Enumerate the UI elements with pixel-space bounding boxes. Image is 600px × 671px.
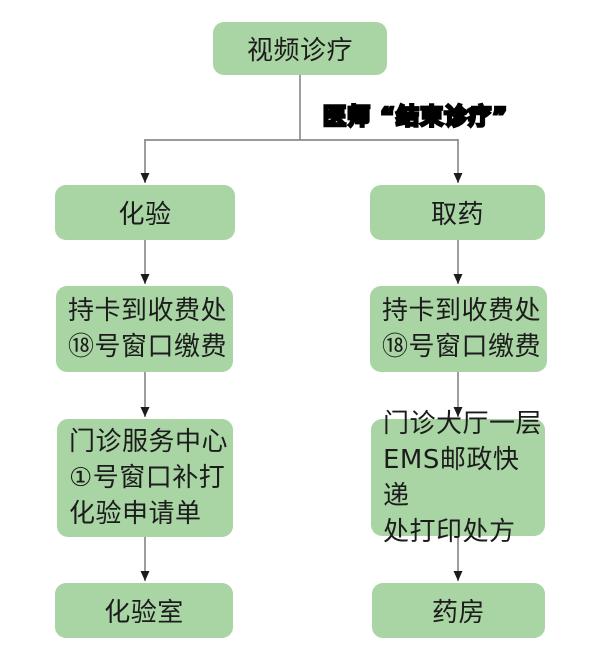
node-video-consult-label: 视频诊疗 (246, 36, 353, 66)
node-service-center-reprint-line1: 门诊服务中心 (69, 427, 229, 457)
node-lab-room-label: 化验室 (104, 598, 184, 628)
node-pharmacy: 药房 (372, 583, 545, 638)
edge-label-end-consult: 医师 “结束诊疗” (322, 103, 509, 132)
node-lab-room: 化验室 (55, 583, 233, 638)
node-lab-test-label: 化验 (118, 200, 172, 230)
node-service-center-reprint-line2: ①号窗口补打 (69, 463, 226, 493)
node-ems-print-prescription-line2: EMS邮政快递 (383, 444, 520, 511)
node-lab-test: 化验 (55, 185, 235, 240)
node-medicine-payment: 持卡到收费处 ⑱号窗口缴费 (370, 286, 547, 372)
node-lab-payment-line2: ⑱号窗口缴费 (68, 332, 228, 362)
node-video-consult: 视频诊疗 (213, 22, 387, 75)
node-ems-print-prescription-line1: 门诊大厅一层 (383, 408, 543, 439)
node-pharmacy-label: 药房 (431, 598, 485, 628)
node-get-medicine: 取药 (370, 185, 545, 240)
node-service-center-reprint-line3: 化验申请单 (69, 499, 202, 529)
node-ems-print-prescription-line3: 处打印处方 (383, 516, 516, 547)
node-lab-payment: 持卡到收费处 ⑱号窗口缴费 (56, 286, 233, 372)
node-medicine-payment-line2: ⑱号窗口缴费 (382, 332, 542, 362)
node-get-medicine-label: 取药 (430, 200, 484, 230)
node-lab-payment-line1: 持卡到收费处 (68, 296, 228, 326)
node-service-center-reprint: 门诊服务中心 ①号窗口补打 化验申请单 (57, 419, 233, 537)
node-ems-print-prescription: 门诊大厅一层 EMS邮政快递 处打印处方 (371, 409, 545, 547)
node-medicine-payment-line1: 持卡到收费处 (382, 296, 542, 326)
